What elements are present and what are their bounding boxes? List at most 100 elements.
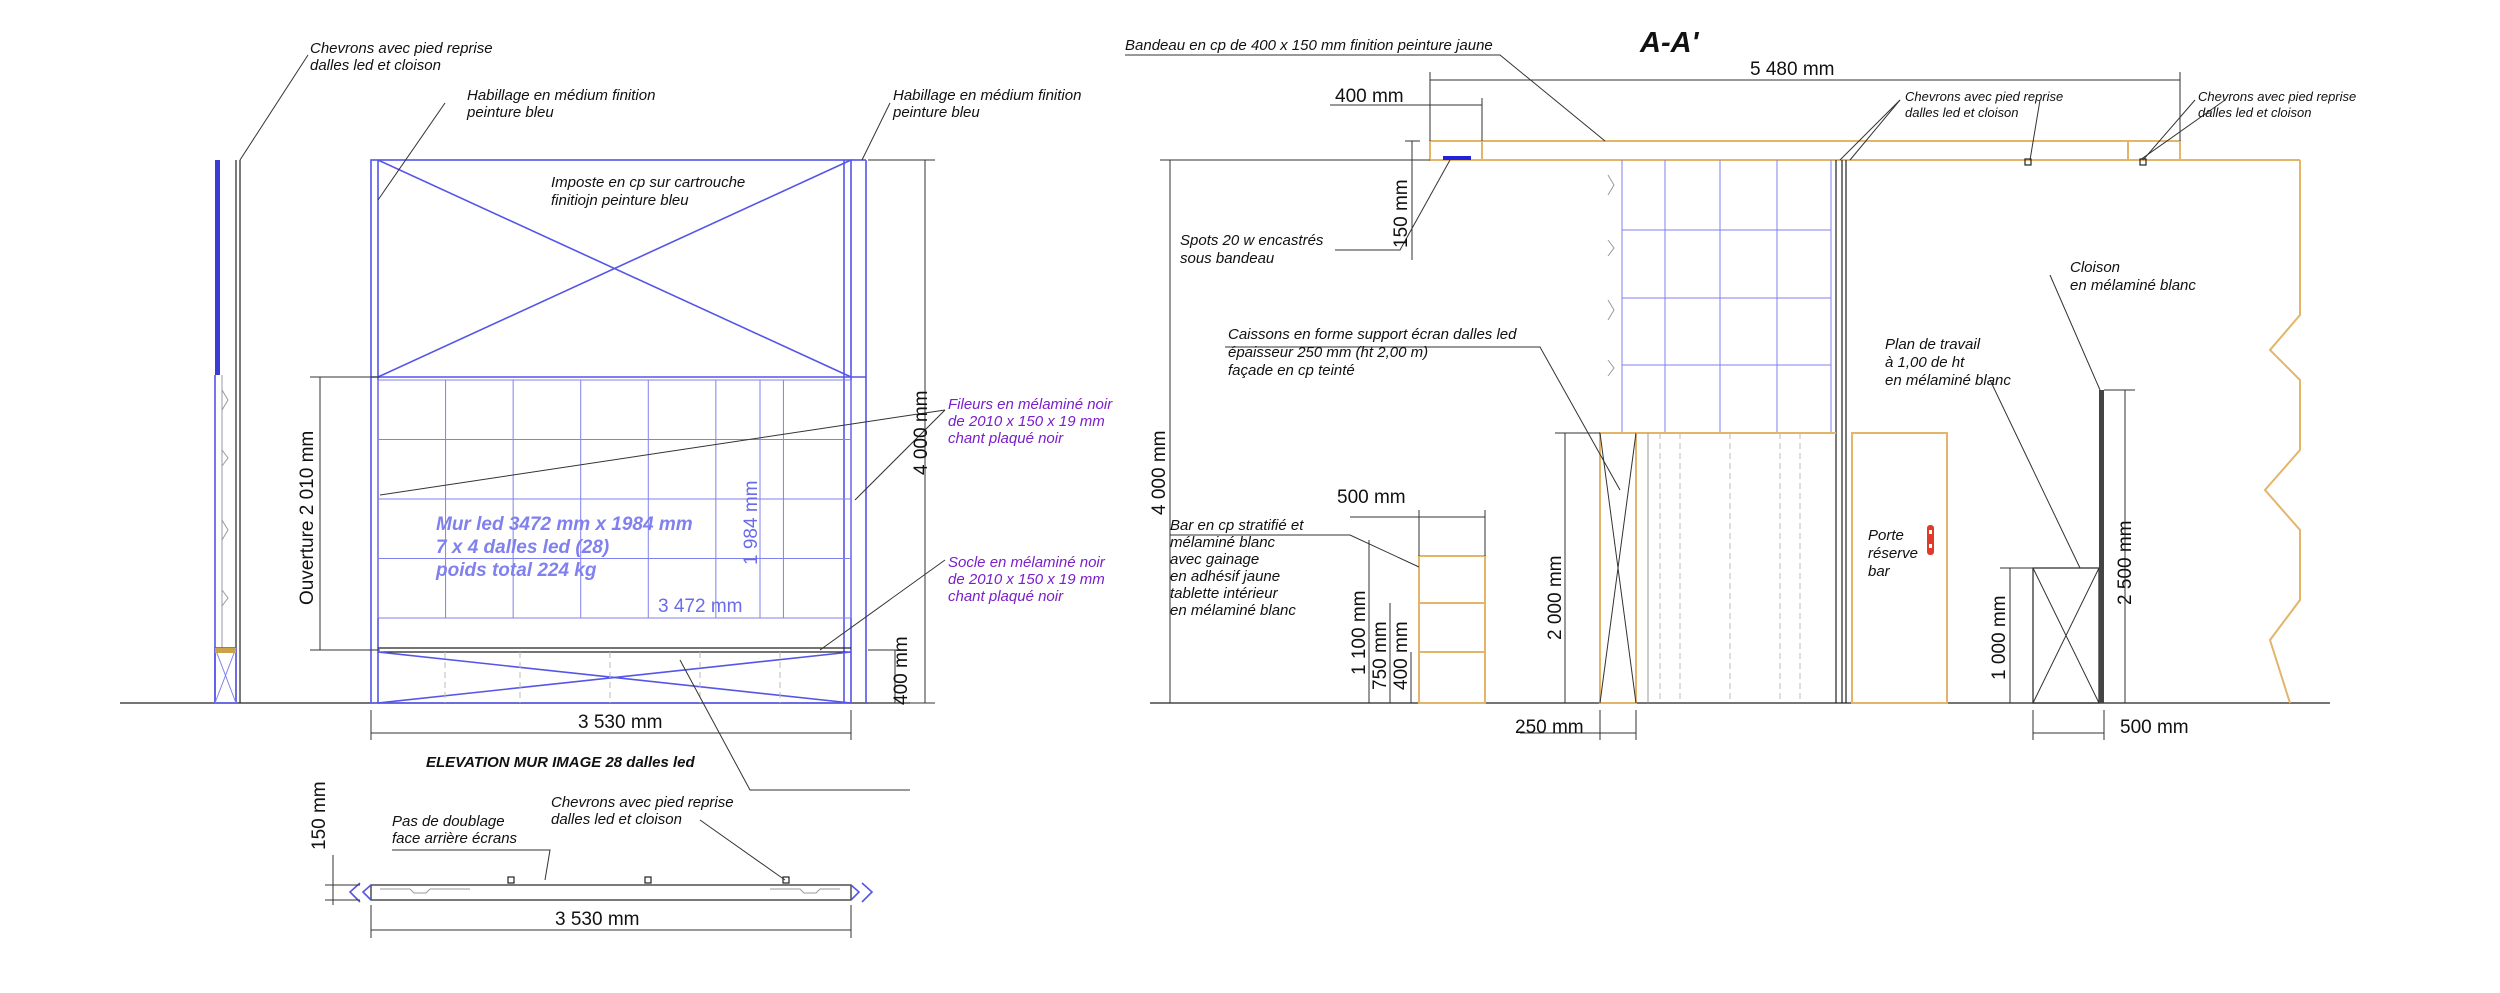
section-title: A-A' xyxy=(1639,27,1700,59)
dim-150: 150 mm xyxy=(1391,179,1412,248)
note-caissons-l3: façade en cp teinté xyxy=(1228,362,1355,379)
plan-slab xyxy=(370,884,852,901)
note-habillage-right-l2: peinture bleu xyxy=(892,104,980,121)
imposte-cross-b xyxy=(377,159,852,378)
door-reserve xyxy=(1851,432,1948,704)
dim-led-height: 1 984 mm xyxy=(741,481,762,565)
note-socle-l1: Socle en mélaminé noir xyxy=(948,554,1106,571)
note-bandeau: Bandeau en cp de 400 x 150 mm finition p… xyxy=(1125,37,1493,54)
left-elevation: Chevrons avec pied reprise dalles led et… xyxy=(120,40,1113,791)
note-bar-l1: Bar en cp stratifié et xyxy=(1170,517,1304,534)
bandeau-return xyxy=(2127,140,2181,161)
door-label-l1: Porte xyxy=(1868,527,1904,544)
note-bar-l4: en adhésif jaune xyxy=(1170,568,1280,585)
door-handle xyxy=(1927,525,1934,555)
left-leaders xyxy=(239,54,946,791)
note-cloison-l2: en mélaminé blanc xyxy=(2070,277,2196,294)
dim-1100: 1 100 mm xyxy=(1349,591,1370,675)
note-bar-l2: mélaminé blanc xyxy=(1170,534,1276,551)
note-socle-l2: de 2010 x 150 x 19 mm xyxy=(948,571,1105,588)
note-bar-l5: tablette intérieur xyxy=(1170,585,1279,602)
note-doublage-l1: Pas de doublage xyxy=(392,813,505,830)
section-aa: A-A' xyxy=(1125,27,2356,740)
led-text-l1: Mur led 3472 mm x 1984 mm xyxy=(436,514,693,535)
right-wall-profile xyxy=(2263,160,2301,704)
note-caissons-l2: épaisseur 250 mm (ht 2,00 m) xyxy=(1228,344,1428,361)
note-chevrons2-l1: Chevrons avec pied reprise xyxy=(2198,89,2356,104)
elevation-title: ELEVATION MUR IMAGE 28 dalles led xyxy=(426,754,695,771)
plan-chevron-3 xyxy=(782,876,790,884)
plan-end-caps xyxy=(361,884,861,901)
left-dimensions xyxy=(310,159,935,740)
side-profile xyxy=(214,160,241,704)
dim-led-width: 3 472 mm xyxy=(658,596,742,617)
note-habillage-left-l2: peinture bleu xyxy=(466,104,554,121)
note-habillage-left-l1: Habillage en médium finition xyxy=(467,87,655,104)
section-led-wall xyxy=(1607,160,1847,703)
dim-2500: 2 500 mm xyxy=(2115,521,2136,605)
door-label-l3: bar xyxy=(1868,563,1891,580)
led-grid xyxy=(377,379,852,619)
dim-400-bar: 400 mm xyxy=(1391,621,1412,690)
note-chevrons-l2: dalles led et cloison xyxy=(310,57,441,74)
spot-light xyxy=(1443,156,1471,160)
frame-outline xyxy=(370,159,852,704)
bar xyxy=(1418,555,1486,704)
note-fileurs-l3: chant plaqué noir xyxy=(948,430,1064,447)
note-imposte-l2: finitiojn peinture bleu xyxy=(551,192,689,209)
plan-view: 150 mm Pas de doublage face arrière écra… xyxy=(309,781,874,938)
dim-4000: 4 000 mm xyxy=(1149,431,1170,515)
dim-500-bottom: 500 mm xyxy=(2120,717,2189,738)
note-spots-l2: sous bandeau xyxy=(1180,250,1275,267)
note-cloison-l1: Cloison xyxy=(2070,259,2120,276)
dim-400-top: 400 mm xyxy=(1335,86,1404,107)
side-profile-panel xyxy=(215,160,220,375)
dim-250: 250 mm xyxy=(1515,717,1584,738)
chevron-marker-1 xyxy=(2024,158,2032,166)
bandeau xyxy=(1429,140,2181,161)
note-bar-l6: en mélaminé blanc xyxy=(1170,602,1296,619)
dim-5480: 5 480 mm xyxy=(1750,59,1834,80)
dim-socle: 400 mm xyxy=(891,636,912,705)
plan-dim-depth: 150 mm xyxy=(309,781,330,850)
note-doublage-l2: face arrière écrans xyxy=(392,830,518,847)
bar-body xyxy=(1418,555,1486,704)
work-table xyxy=(2032,390,2104,704)
note-bar-l3: avec gainage xyxy=(1170,551,1259,568)
plan-chevron-2 xyxy=(644,876,652,884)
note-imposte-l1: Imposte en cp sur cartrouche xyxy=(551,174,745,191)
dim-width: 3 530 mm xyxy=(578,712,662,733)
door-frame xyxy=(1851,432,1948,704)
section-leaders xyxy=(1125,54,2226,569)
note-plan-travail-l2: à 1,00 de ht xyxy=(1885,354,1965,371)
dim-500-top: 500 mm xyxy=(1337,487,1406,508)
note-chevrons1-l1: Chevrons avec pied reprise xyxy=(1905,89,2063,104)
dim-750: 750 mm xyxy=(1370,621,1391,690)
led-text-l2: 7 x 4 dalles led (28) xyxy=(436,537,609,558)
plan-chevron-1 xyxy=(507,876,515,884)
caisson-front xyxy=(1599,432,1637,704)
note-spots-l1: Spots 20 w encastrés xyxy=(1180,232,1324,249)
note-fileurs-l2: de 2010 x 150 x 19 mm xyxy=(948,413,1105,430)
dim-1000: 1 000 mm xyxy=(1989,596,2010,680)
section-dimensions xyxy=(1160,72,2181,740)
note-chevrons-l1: Chevrons avec pied reprise xyxy=(310,40,493,57)
note-caissons-l1: Caissons en forme support écran dalles l… xyxy=(1228,326,1517,343)
partition xyxy=(2099,390,2104,703)
note-plan-travail-l3: en mélaminé blanc xyxy=(1885,372,2011,389)
note-chevrons2-l2: dalles led et cloison xyxy=(2198,105,2311,120)
caissons xyxy=(1599,432,1836,704)
plan-dim-width: 3 530 mm xyxy=(555,909,639,930)
note-socle-l3: chant plaqué noir xyxy=(948,588,1064,605)
dim-ouverture: Ouverture 2 010 mm xyxy=(297,431,318,605)
socle xyxy=(377,647,852,704)
side-profile-base-cap xyxy=(215,648,236,653)
door-label-l2: réserve xyxy=(1868,545,1918,562)
plan-note-chevrons-l2: dalles led et cloison xyxy=(551,811,682,828)
led-text-l3: poids total 224 kg xyxy=(435,560,597,581)
chevron-marker-2 xyxy=(2139,158,2147,166)
dim-height-total: 4 000 mm xyxy=(911,391,932,475)
note-habillage-right-l1: Habillage en médium finition xyxy=(893,87,1081,104)
plan-note-chevrons-l1: Chevrons avec pied reprise xyxy=(551,794,734,811)
